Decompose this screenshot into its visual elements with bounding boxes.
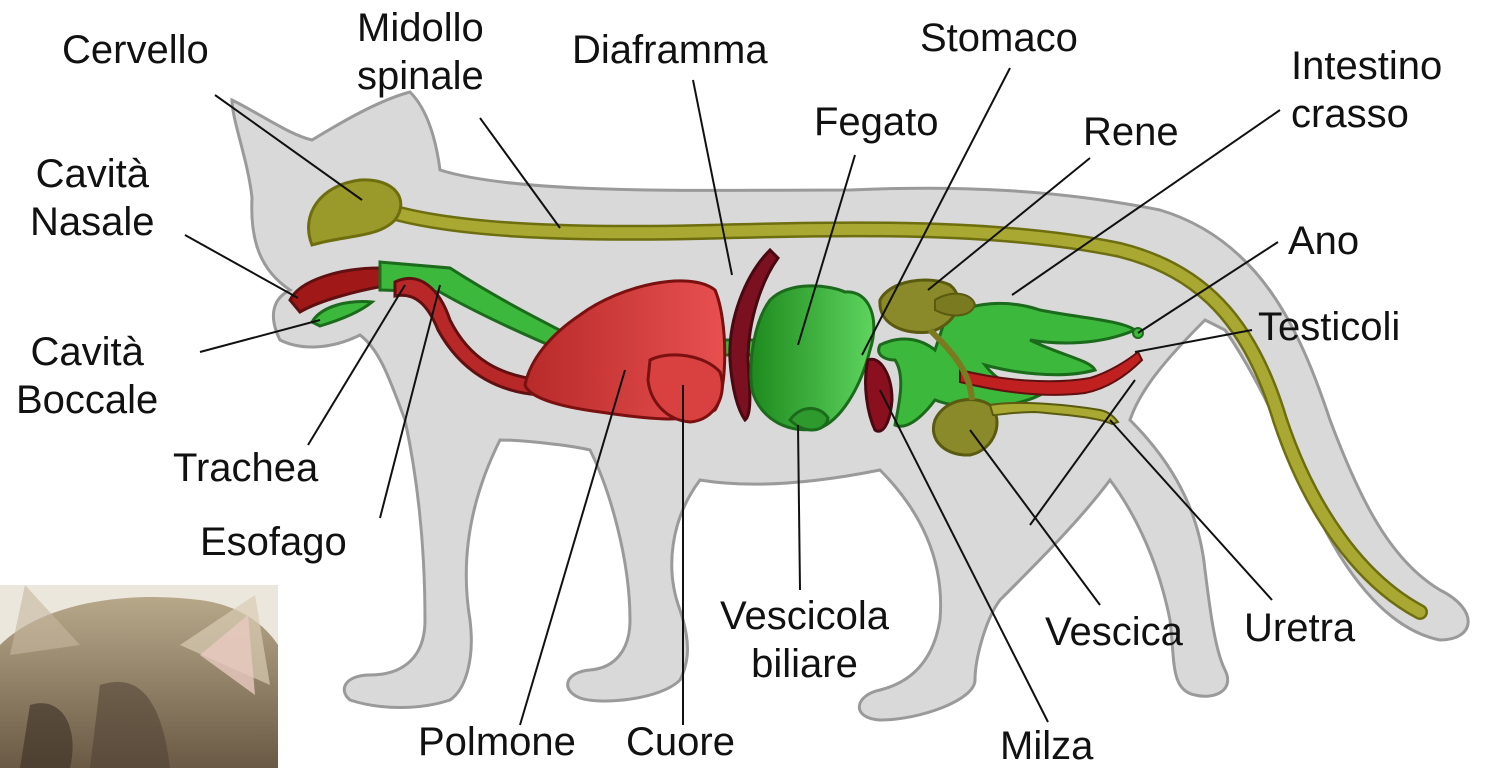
label-ano: Ano [1288,217,1359,265]
label-fegato: Fegato [814,98,939,146]
label-milza: Milza [1000,722,1093,770]
label-cuore: Cuore [626,718,735,766]
label-cervello: Cervello [62,26,209,74]
label-vescica: Vescica [1045,608,1183,656]
label-diaframma: Diaframma [572,26,768,74]
kidney [935,294,975,316]
label-stomaco: Stomaco [920,14,1078,62]
cat-photo-inset [0,585,278,768]
label-rene: Rene [1083,108,1179,156]
label-esofago: Esofago [200,518,347,566]
label-uretra: Uretra [1244,604,1355,652]
label-testicoli: Testicoli [1258,303,1400,351]
bladder [933,400,997,456]
label-polmone: Polmone [418,718,576,766]
label-trachea: Trachea [173,444,318,492]
